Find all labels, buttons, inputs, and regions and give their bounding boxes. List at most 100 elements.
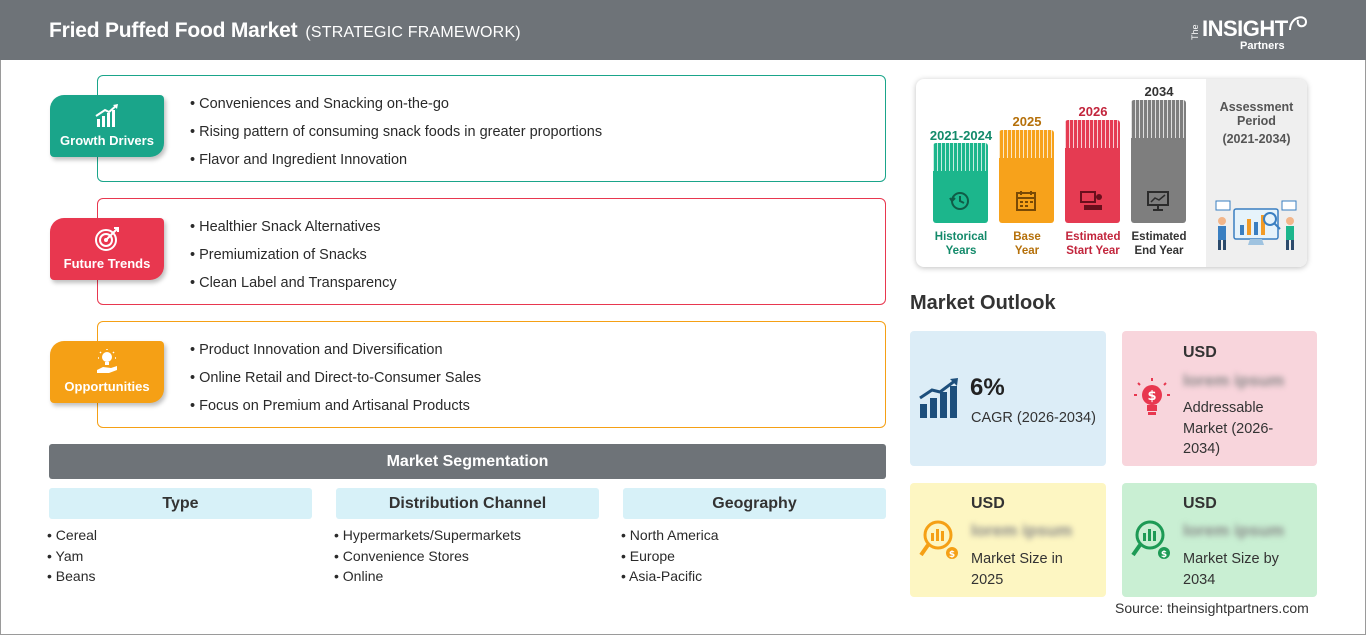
market-outlook-title: Market Outlook (910, 292, 1056, 314)
cagr-card: 6% CAGR (2026-2034) (910, 331, 1106, 466)
cagr-value: 6% (970, 374, 1005, 401)
bar-base (999, 130, 1054, 223)
size-2034-label: Market Size by 2034 (1183, 551, 1279, 588)
list-item: Beans (47, 567, 97, 588)
addressable-currency: USD (1183, 344, 1217, 361)
addressable-label: Addressable Market (2026-2034) (1183, 400, 1274, 457)
bar-year-base: 2025 (1012, 114, 1042, 129)
calendar-icon (1016, 191, 1036, 211)
size-2025-currency: USD (971, 495, 1005, 512)
growth-chart-icon (95, 104, 118, 127)
segment-type-list: Cereal Yam Beans (47, 526, 98, 588)
logo-main-text: INSIGHT (1202, 16, 1288, 41)
header-bar: Fried Puffed Food Market (STRATEGIC FRAME… (0, 0, 1366, 60)
analyst-illustration-icon (1215, 200, 1297, 250)
title-text: Fried Puffed Food Market (49, 19, 298, 42)
growth-bars-icon (919, 378, 958, 418)
target-icon (95, 227, 119, 251)
magnifier-chart-icon: $ (919, 520, 958, 560)
segment-distribution-list: Hypermarkets/Supermarkets Convenience St… (334, 526, 521, 588)
logo-sub-text: Partners (1240, 40, 1285, 52)
bar-historical (933, 143, 988, 223)
cagr-label: CAGR (2026-2034) (971, 410, 1096, 426)
size-2025-label: Market Size in 2025 (971, 551, 1063, 588)
addressable-value: lorem ipsum (1183, 371, 1285, 390)
size-2034-currency: USD (1183, 495, 1217, 512)
bar-label-line: End Year (1134, 245, 1184, 257)
list-item: Online Retail and Direct-to-Consumer Sal… (190, 368, 481, 396)
future-trends-badge: Future Trends (50, 218, 164, 280)
bar-label-line: Years (945, 245, 977, 257)
bar-estimated-end (1131, 100, 1186, 223)
list-item: Clean Label and Transparency (190, 273, 397, 301)
segment-geography-list: North America Europe Asia-Pacific (621, 526, 719, 588)
bar-label-historical: Historical Years (925, 230, 997, 258)
segment-distribution-header: Distribution Channel (336, 488, 599, 519)
opportunities-badge: Opportunities (50, 341, 164, 403)
size-2034-value: lorem ipsum (1183, 521, 1285, 540)
assessment-title: Assessment Period (1219, 100, 1294, 128)
bar-stripes (999, 130, 1054, 158)
list-item: Healthier Snack Alternatives (190, 217, 397, 245)
opportunities-label: Opportunities (64, 379, 150, 394)
addressable-market-card: USD lorem ipsum $ Addressable Market (20… (1122, 331, 1317, 466)
insight-partners-logo: The INSIGHT Partners (1190, 10, 1310, 54)
list-item: Yam (47, 547, 97, 568)
growth-drivers-label: Growth Drivers (60, 133, 154, 148)
bar-label-end: Estimated End Year (1123, 230, 1195, 258)
logo-prefix: The (1190, 24, 1200, 40)
list-item: Focus on Premium and Artisanal Products (190, 396, 481, 424)
future-trends-list: Healthier Snack Alternatives Premiumizat… (190, 217, 397, 301)
bar-label-line: Historical (934, 231, 988, 243)
list-item: Online (334, 567, 521, 588)
bar-label-line: Year (1014, 245, 1040, 257)
list-item: Europe (621, 547, 719, 568)
bar-label-line: Start Year (1066, 245, 1120, 257)
lightbulb-dollar-icon: $ (1134, 378, 1170, 415)
list-item: Cereal (47, 526, 97, 547)
list-item: Asia-Pacific (621, 567, 719, 588)
svg-text:$: $ (949, 550, 955, 560)
logo-swirl-icon (1289, 16, 1308, 31)
timeline-card: 2021-2024 Historical Years 2025 Base Yea… (916, 79, 1307, 267)
list-item: Hypermarkets/Supermarkets (334, 526, 521, 547)
market-size-2034-card: USD lorem ipsum $ Market Size by 2034 (1122, 483, 1317, 597)
list-item: Conveniences and Snacking on-the-go (190, 94, 602, 122)
svg-text:$: $ (1161, 550, 1167, 560)
bar-label-start: Estimated Start Year (1057, 230, 1129, 258)
monitor-chart-icon (1147, 191, 1169, 211)
bar-label-line: Base (1013, 231, 1041, 243)
list-item: Product Innovation and Diversification (190, 340, 481, 368)
list-item: Rising pattern of consuming snack foods … (190, 122, 602, 150)
growth-drivers-list: Conveniences and Snacking on-the-go Risi… (190, 94, 602, 178)
opportunities-list: Product Innovation and Diversification O… (190, 340, 481, 424)
growth-drivers-box: Conveniences and Snacking on-the-go Risi… (97, 75, 886, 182)
bar-stripes (1131, 100, 1186, 138)
assessment-panel: Assessment Period (2021-2034) (1206, 79, 1307, 267)
magnifier-chart-icon: $ (1131, 520, 1170, 560)
bar-stripes (1065, 120, 1120, 148)
bar-stripes (933, 143, 988, 171)
future-trends-label: Future Trends (63, 256, 151, 271)
segmentation-title: Market Segmentation (49, 444, 886, 479)
bar-year-historical: 2021-2024 (929, 128, 993, 143)
bar-label-base: Base Year (991, 230, 1063, 258)
source-credit: Source: theinsightpartners.com (1115, 600, 1309, 616)
bar-label-line: Estimated (1065, 231, 1121, 243)
bar-year-end: 2034 (1144, 84, 1174, 99)
bar-label-line: Estimated (1131, 231, 1187, 243)
future-trends-box: Healthier Snack Alternatives Premiumizat… (97, 198, 886, 305)
list-item: Flavor and Ingredient Innovation (190, 150, 602, 178)
opportunities-box: Product Innovation and Diversification O… (97, 321, 886, 428)
title-subtitle: (STRATEGIC FRAMEWORK) (305, 24, 521, 41)
bar-year-start: 2026 (1078, 104, 1108, 119)
list-item: Premiumization of Snacks (190, 245, 397, 273)
assessment-range: (2021-2034) (1222, 132, 1291, 146)
history-icon (949, 192, 969, 210)
presentation-icon (1080, 191, 1102, 210)
page-title: Fried Puffed Food Market (STRATEGIC FRAME… (49, 19, 521, 43)
growth-drivers-badge: Growth Drivers (50, 95, 164, 157)
bar-estimated-start (1065, 120, 1120, 223)
segment-geography-header: Geography (623, 488, 886, 519)
market-size-2025-card: USD lorem ipsum $ Market Size in 2025 (910, 483, 1106, 597)
